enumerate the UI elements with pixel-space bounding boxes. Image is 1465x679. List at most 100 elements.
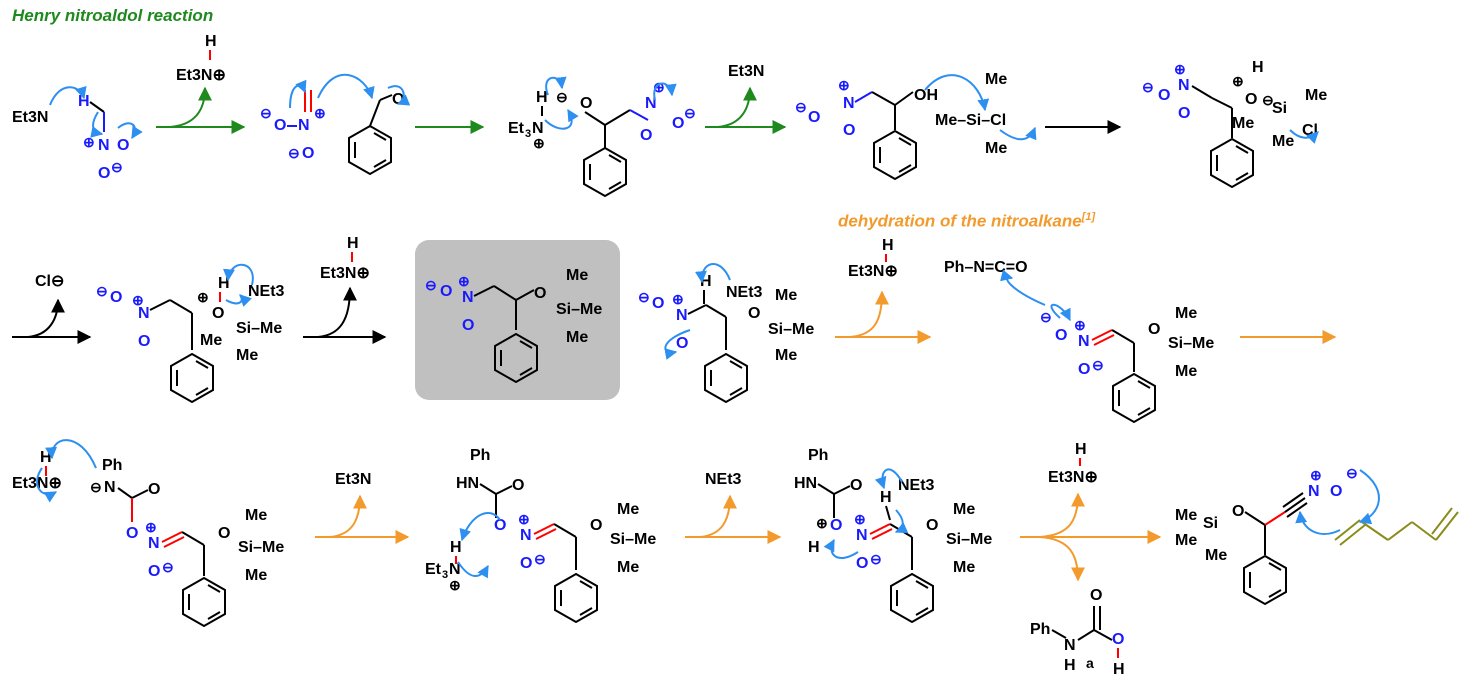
svg-text:O: O: [1148, 321, 1160, 338]
net3-label-4: NEt3: [898, 477, 935, 494]
phenyl-isocyanate-label: Ph–N=C=O: [944, 259, 1028, 276]
svg-text:O: O: [302, 145, 314, 162]
svg-text:N: N: [148, 535, 160, 552]
svg-text:Me: Me: [775, 287, 797, 304]
svg-text:⊖: ⊖: [260, 105, 272, 121]
svg-text:N: N: [645, 95, 657, 112]
svg-text:O: O: [652, 295, 664, 312]
svg-text:O: O: [1245, 91, 1257, 108]
svg-text:O: O: [850, 477, 862, 494]
svg-text:⊖: ⊖: [162, 559, 174, 575]
svg-text:O: O: [590, 517, 602, 534]
svg-text:⊕: ⊕: [838, 77, 850, 93]
et3nh-label-1: Et3N⊕: [176, 67, 226, 84]
svg-text:⊕: ⊕: [518, 511, 530, 527]
svg-text:⊕: ⊕: [83, 134, 95, 150]
svg-text:H: H: [536, 89, 548, 106]
svg-text:⊕: ⊕: [145, 519, 157, 535]
svg-text:Me: Me: [1272, 133, 1294, 150]
arrow-proton-transfer: Et3N: [705, 63, 787, 134]
svg-text:O: O: [580, 95, 592, 112]
svg-text:⊕: ⊕: [672, 291, 684, 307]
net3-label-1: NEt3: [248, 283, 285, 300]
svg-text:O: O: [926, 517, 938, 534]
svg-text:O: O: [748, 305, 760, 322]
svg-text:N: N: [138, 305, 150, 322]
svg-text:H: H: [882, 237, 894, 254]
curly-arrow: [49, 85, 87, 106]
svg-text:O: O: [110, 289, 122, 306]
svg-text:Si–Me: Si–Me: [556, 301, 602, 318]
svg-text:Ph: Ph: [1030, 621, 1050, 638]
svg-text:Me: Me: [953, 559, 975, 576]
svg-text:O: O: [512, 477, 524, 494]
species-nitronate-isocyanate: Ph–N=C=O O ⊖ N ⊕ O ⊖ O Me Si–Me Me: [944, 259, 1214, 423]
svg-text:Me: Me: [1232, 115, 1254, 132]
svg-text:O: O: [138, 333, 150, 350]
svg-text:H: H: [40, 449, 52, 466]
svg-text:⊖: ⊖: [1262, 92, 1274, 108]
title-henry-nitroaldol: Henry nitroaldol reaction: [12, 6, 214, 25]
species-silicate-intermediate: O ⊖ N ⊕ O H ⊕ O ⊖ Si Me Me Cl Me: [1142, 59, 1327, 188]
svg-text:Ph: Ph: [808, 447, 828, 464]
svg-text:N: N: [676, 307, 688, 324]
species-protonated-intermediate: Ph HN O ⊕ O H N ⊕ O ⊖ H NEt3 O Me Si–Me …: [794, 447, 992, 623]
svg-text:Me: Me: [1305, 87, 1327, 104]
svg-text:Me: Me: [1175, 532, 1197, 549]
arrow-deprotonation-2: H Et3N⊕: [303, 235, 387, 344]
svg-text:Et: Et: [425, 561, 442, 578]
svg-text:⊖: ⊖: [795, 99, 807, 115]
arrow-base-release: Et3N: [315, 471, 410, 544]
svg-text:N: N: [843, 95, 855, 112]
svg-text:⊖: ⊖: [96, 283, 108, 299]
svg-text:H: H: [1252, 59, 1264, 76]
svg-text:O: O: [676, 335, 688, 352]
svg-text:N: N: [1064, 637, 1076, 654]
svg-text:⊕: ⊕: [854, 511, 866, 527]
chloride-label: Cl⊖: [35, 273, 64, 290]
svg-text:Me: Me: [953, 501, 975, 518]
svg-text:Me: Me: [566, 329, 588, 346]
svg-text:Me: Me: [566, 267, 588, 284]
svg-text:⊕: ⊕: [197, 289, 209, 305]
title-dehydration: dehydration of the nitroalkane[1]: [838, 211, 1095, 232]
svg-text:Me: Me: [245, 567, 267, 584]
svg-text:O: O: [212, 305, 224, 322]
svg-text:O: O: [640, 127, 652, 144]
svg-text:⊖: ⊖: [556, 89, 568, 105]
svg-text:H: H: [1113, 661, 1125, 678]
svg-text:⊕: ⊕: [1232, 73, 1244, 89]
svg-text:O: O: [462, 317, 474, 334]
svg-text:⊕: ⊕: [1174, 61, 1186, 77]
svg-text:Me: Me: [617, 559, 639, 576]
arrow-final-elimination: H Et3N⊕: [1020, 441, 1162, 582]
svg-text:O: O: [274, 117, 286, 134]
svg-text:OH: OH: [914, 87, 938, 104]
svg-text:Me: Me: [236, 347, 258, 364]
svg-text:Me: Me: [1175, 507, 1197, 524]
arrow-isocyanate-step: H Et3N⊕: [835, 237, 932, 344]
svg-text:O: O: [126, 525, 138, 542]
product-a-label: a: [1086, 655, 1094, 671]
et3n-label-2: Et3N: [728, 63, 764, 80]
et3nh-label-5: Et3N⊕: [1048, 469, 1098, 486]
species-carbamoyl-nitronate: Ph HN O O N ⊕ O ⊖ O Me Si–Me Me H Et 3 N…: [425, 447, 656, 623]
svg-text:N: N: [856, 527, 868, 544]
svg-text:H: H: [347, 235, 359, 252]
svg-text:Me: Me: [200, 332, 222, 349]
svg-text:⊖: ⊖: [534, 551, 546, 567]
svg-text:⊕: ⊕: [314, 105, 326, 121]
svg-text:O: O: [843, 122, 855, 139]
svg-text:H: H: [450, 539, 462, 556]
svg-text:Me: Me: [245, 507, 267, 524]
svg-text:Si: Si: [1203, 515, 1218, 532]
svg-text:⊕: ⊕: [449, 577, 461, 593]
et3nh-label-3: Et3N⊕: [848, 263, 898, 280]
svg-text:Me: Me: [1175, 305, 1197, 322]
svg-text:Si–Me: Si–Me: [236, 320, 282, 337]
species-carbamate-nitronate: H Et3N⊕ Ph ⊖ N O O N ⊕ O ⊖ O Me Si–Me Me: [12, 439, 284, 627]
svg-text:O: O: [218, 525, 230, 542]
species-alkoxide-ammonium: H Et 3 N ⊕ ⊖ O N ⊕ O O ⊖: [508, 76, 696, 197]
svg-text:O: O: [520, 555, 532, 572]
